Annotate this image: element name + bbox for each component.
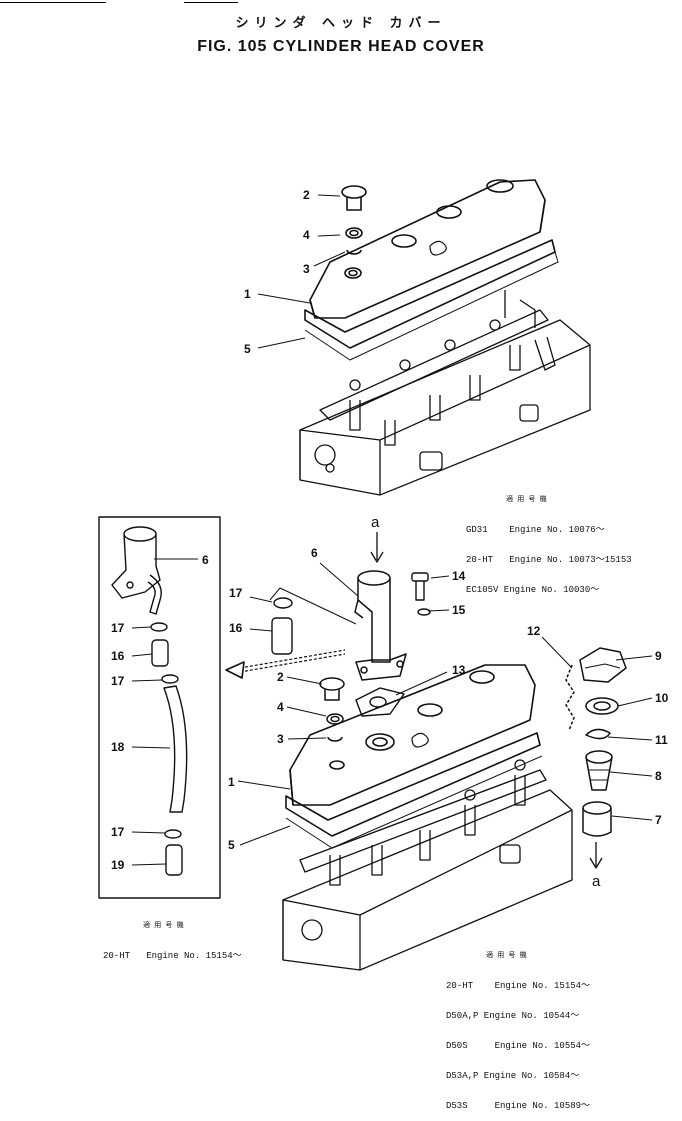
note-top-line-3: EC105V Engine No. 10030～ xyxy=(466,585,600,595)
callout-inset-6: 6 xyxy=(202,553,209,567)
callout-inset-19: 19 xyxy=(111,858,125,872)
top-rule-left xyxy=(0,2,106,3)
callout-lower-8: 8 xyxy=(655,769,662,783)
inset-parts xyxy=(111,526,188,876)
breather-arrow-shaft xyxy=(239,649,346,673)
japanese-title: シリンダ ヘッド カバー xyxy=(235,16,447,31)
callout-lower-3: 3 xyxy=(277,732,284,746)
callout-lower-16: 16 xyxy=(229,621,243,635)
callout-lower-1: 1 xyxy=(228,775,235,789)
lower-cap-parts xyxy=(319,677,345,742)
lower-hose-clamp xyxy=(269,587,357,655)
callout-top-2: 2 xyxy=(303,188,310,202)
callout-lower-5: 5 xyxy=(228,838,235,852)
lower-gasket-13 xyxy=(355,687,405,717)
callout-a-top: a xyxy=(371,514,380,531)
top-cylinder-head xyxy=(299,290,591,496)
callout-top-3: 3 xyxy=(303,262,310,276)
breather-arrow-head xyxy=(225,661,245,679)
top-rule-right xyxy=(184,2,238,3)
exploded-diagram: 2 4 3 1 5 6 17 16 17 18 17 19 6 17 16 2 … xyxy=(98,179,669,971)
note-bottom-line-4: D53A,P Engine No. 10584～ xyxy=(446,1071,580,1081)
callout-a-bottom: a xyxy=(592,873,601,890)
note-top-line-2: 20-HT Engine No. 10073～15153 xyxy=(466,555,632,565)
note-bottom-header: 適 用 号 機 xyxy=(486,952,527,960)
callout-inset-16: 16 xyxy=(111,649,125,663)
callout-top-1: 1 xyxy=(244,287,251,301)
callout-lower-4: 4 xyxy=(277,700,284,714)
note-top-line-1: GD31 Engine No. 10076～ xyxy=(466,525,605,535)
callout-lower-13: 13 xyxy=(452,663,466,677)
note-inset-header: 適 用 号 機 xyxy=(143,922,184,930)
callout-lower-7: 7 xyxy=(655,813,662,827)
callout-lower-12: 12 xyxy=(527,624,541,638)
lower-right-parts xyxy=(565,647,627,869)
callout-lower-9: 9 xyxy=(655,649,662,663)
applicability-note-inset: 適 用 号 機 20-HT Engine No. 15154～ xyxy=(103,901,242,971)
lower-filler-neck xyxy=(354,570,407,681)
arrow-a-top xyxy=(370,532,384,563)
inset-frame xyxy=(98,516,221,899)
callout-top-4: 4 xyxy=(303,228,310,242)
callout-lower-17: 17 xyxy=(229,586,243,600)
applicability-note-top: 適 用 号 機 GD31 Engine No. 10076～ 20-HT Eng… xyxy=(466,475,632,605)
lower-bolt-washer xyxy=(411,572,431,616)
callout-lower-15: 15 xyxy=(452,603,466,617)
top-cap-parts xyxy=(341,185,367,255)
note-bottom-line-2: D50A,P Engine No. 10544～ xyxy=(446,1011,580,1021)
callout-lower-14: 14 xyxy=(452,569,466,583)
top-cylinder-head-cover xyxy=(304,179,559,361)
callout-inset-18: 18 xyxy=(111,740,125,754)
callout-top-5: 5 xyxy=(244,342,251,356)
callout-lower-6: 6 xyxy=(311,546,318,560)
callout-inset-17c: 17 xyxy=(111,825,125,839)
callout-lower-10: 10 xyxy=(655,691,669,705)
applicability-note-bottom: 適 用 号 機 20-HT Engine No. 15154～ D50A,P E… xyxy=(446,931,590,1121)
note-bottom-line-5: D53S Engine No. 10589～ xyxy=(446,1101,591,1111)
callout-lower-11: 11 xyxy=(655,733,668,747)
note-bottom-line-3: D50S Engine No. 10554～ xyxy=(446,1041,591,1051)
callout-inset-17b: 17 xyxy=(111,674,125,688)
lower-cylinder-head xyxy=(282,759,573,971)
callout-lower-2: 2 xyxy=(277,670,284,684)
note-inset-line-1: 20-HT Engine No. 15154～ xyxy=(103,951,242,961)
callout-inset-17a: 17 xyxy=(111,621,125,635)
note-top-header: 適 用 号 機 xyxy=(506,496,547,504)
figure-title: FIG. 105 CYLINDER HEAD COVER xyxy=(197,38,485,55)
